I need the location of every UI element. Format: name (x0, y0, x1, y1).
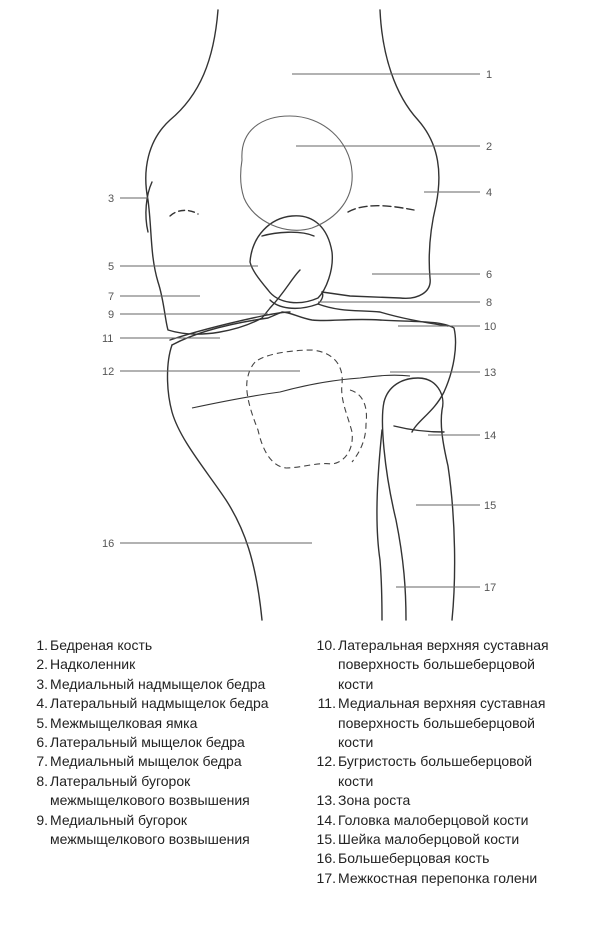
legend-text: Медиальный надмыщелок бедра (50, 675, 266, 692)
legend-item: 8.Латеральный бугорок межмыщелкового воз… (28, 772, 270, 811)
callout-4: 4 (486, 187, 492, 199)
legend-number: 17. (316, 869, 336, 886)
callout-6: 6 (486, 269, 492, 281)
legend-item: 3.Медиальный надмыщелок бедра (28, 675, 290, 694)
legend-number: 7. (36, 753, 48, 770)
condyle-edge-left (169, 209, 199, 217)
fibula-outline (383, 377, 456, 621)
legend-item: 7.Медиальный мыщелок бедра (28, 752, 298, 771)
tibial-spine (269, 291, 324, 310)
callout-3: 3 (108, 193, 114, 205)
medial-joint-line (169, 311, 291, 341)
tibia-shaft-right (376, 429, 383, 621)
callout-8: 8 (486, 297, 492, 309)
callout-17: 17 (484, 582, 496, 594)
legend-text: Латеральная верхняя суставная поверхност… (338, 637, 549, 692)
tuberosity-dash-right (349, 389, 368, 463)
legend-number: 5. (36, 714, 48, 731)
legend-item: 5.Межмыщелковая ямка (28, 714, 298, 733)
legend-item: 15.Шейка малоберцовой кости (310, 830, 590, 849)
legend-text: Надколенник (50, 656, 136, 673)
legend-text: Бедреная кость (50, 637, 153, 653)
legend-item: 12.Бугристость большеберцовой кости (310, 752, 570, 791)
legend-number: 8. (36, 772, 48, 789)
legend-item: 14.Головка малоберцовой кости (310, 811, 570, 830)
callout-14: 14 (484, 430, 496, 442)
callout-16: 16 (102, 538, 114, 550)
legend-text: Зона роста (338, 792, 411, 809)
callout-5: 5 (108, 261, 114, 273)
legend-item: 1.Бедреная кость (28, 636, 298, 655)
tibia-outline (171, 311, 457, 433)
legend-text: Большеберцовая кость (338, 850, 490, 867)
callout-2: 2 (486, 141, 492, 153)
legend-number: 1. (36, 637, 48, 653)
legend-number: 16. (316, 850, 336, 867)
legend-item: 17.Межкостная перепонка голени (310, 869, 570, 888)
condyle-edge-right (347, 205, 415, 213)
notch-inner-line (261, 231, 315, 237)
legend-right: 10.Латеральная верхняя суставная поверхн… (310, 636, 590, 888)
legend-left: 1.Бедреная кость 2.Надколенник 3.Медиаль… (28, 636, 298, 849)
callout-1: 1 (486, 69, 492, 81)
medial-epicondyle-line (145, 181, 153, 233)
legend-number: 13. (316, 792, 336, 809)
callout-7: 7 (108, 291, 114, 303)
patella-outline (240, 115, 353, 231)
legend-number: 2. (36, 656, 48, 673)
legend-number: 6. (36, 734, 48, 751)
legend-text: Шейка малоберцовой кости (338, 831, 520, 848)
legend-number: 12. (316, 753, 336, 770)
callout-13: 13 (484, 367, 496, 379)
legend-number: 15. (316, 831, 336, 848)
tibial-tuberosity-region (246, 349, 353, 469)
legend-text: Межмыщелковая ямка (50, 714, 198, 731)
legend-item: 13.Зона роста (310, 791, 590, 810)
legend-item: 11.Медиальная верхняя суставная поверхно… (310, 694, 570, 752)
growth-zone-line (191, 374, 411, 409)
callout-12: 12 (102, 366, 114, 378)
callout-9: 9 (108, 309, 114, 321)
callout-10: 10 (484, 321, 496, 333)
lateral-joint-line (317, 303, 449, 327)
legend-item: 4.Латеральный надмыщелок бедра (28, 694, 300, 713)
legend-text: Латеральный бугорок межмыщелкового возвы… (50, 772, 250, 809)
legend-item: 9.Медиальный бугорок межмыщелкового возв… (28, 811, 270, 850)
legend-text: Бугристость большеберцовой кости (338, 753, 533, 789)
femur-outline (145, 9, 301, 335)
callout-11: 11 (102, 333, 113, 345)
legend-number: 3. (36, 675, 48, 692)
legend-text: Головка малоберцовой кости (338, 811, 529, 828)
legend-number: 11. (317, 695, 336, 712)
intercondylar-notch (249, 215, 334, 304)
legend-text: Межкостная перепонка голени (338, 869, 538, 886)
legend-item: 10.Латеральная верхняя суставная поверхн… (310, 636, 570, 694)
legend-number: 4. (36, 695, 48, 712)
legend-text: Медиальная верхняя суставная поверхность… (338, 695, 546, 751)
legend-text: Латеральный мыщелок бедра (50, 734, 245, 751)
callout-15: 15 (484, 500, 496, 512)
legend-number: 14. (316, 811, 336, 828)
knee-xray-diagram: 1 2 3 4 5 6 7 8 9 10 11 12 13 14 15 16 1… (102, 9, 496, 621)
legend-item: 2.Надколенник (28, 655, 298, 674)
legend-number: 9. (36, 811, 48, 828)
legend-item: 16.Большеберцовая кость (310, 849, 590, 868)
fibula-inner (381, 401, 407, 621)
legend-text: Медиальный мыщелок бедра (50, 753, 242, 770)
legend-item: 6.Латеральный мыщелок бедра (28, 733, 298, 752)
legend-text: Латеральный надмыщелок бедра (50, 695, 269, 712)
legend-text: Медиальный бугорок межмыщелкового возвыш… (50, 811, 250, 848)
tibia-shaft-left (166, 344, 263, 621)
femur-outline-right (321, 9, 440, 299)
fibula-neck-line (393, 425, 445, 433)
legend-number: 10. (316, 637, 336, 653)
